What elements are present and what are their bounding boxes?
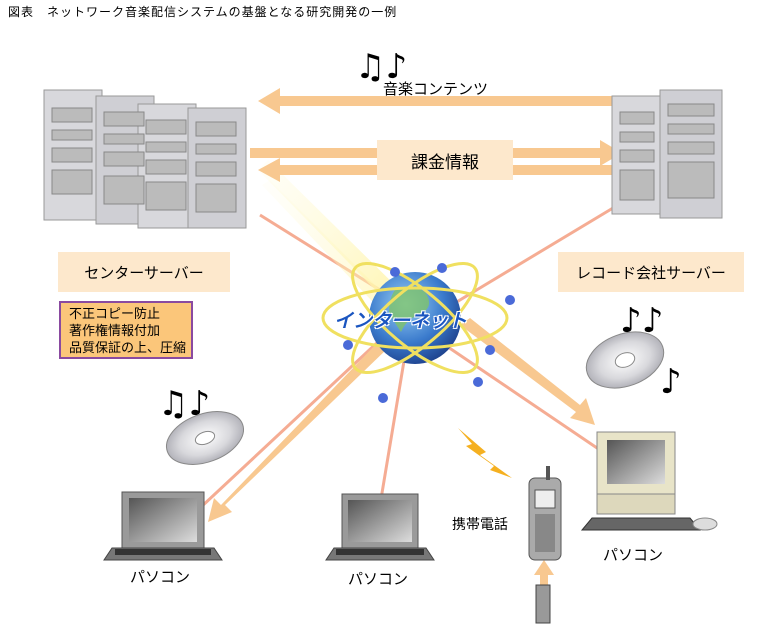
music-contents-label: 音楽コンテンツ — [383, 80, 489, 98]
note-line: 品質保証の上、圧縮 — [69, 341, 187, 356]
record-server-icon — [611, 89, 723, 219]
laptop-icon — [325, 493, 435, 561]
cd-disc-icon — [166, 331, 665, 465]
billing-info-label: 課金情報 — [377, 140, 513, 180]
globe-icon — [321, 261, 515, 403]
compression-note: 不正コピー防止 著作権情報付加 品質保証の上、圧縮 — [59, 301, 193, 359]
pc-label-left: パソコン — [130, 568, 191, 586]
figure-title: 図表 ネットワーク音楽配信システムの基盤となる研究開発の一例 — [8, 5, 398, 19]
svg-text:♪: ♪ — [660, 362, 682, 402]
laptop-icon — [103, 491, 223, 561]
internet-label: インターネット — [334, 310, 468, 332]
desktop-pc-icon — [580, 431, 718, 531]
light-beams — [258, 160, 410, 318]
record-server-label: レコード会社サーバー — [558, 252, 744, 292]
note-line: 著作権情報付加 — [69, 324, 161, 339]
lightning-icon — [458, 428, 512, 478]
mobile-phone-icon — [528, 466, 562, 624]
pc-label-center: パソコン — [348, 570, 409, 588]
svg-text:♫♪: ♫♪ — [355, 47, 407, 87]
pc-label-right: パソコン — [603, 546, 664, 564]
mobile-phone-label: 携帯電話 — [452, 517, 508, 533]
center-server-label: センターサーバー — [58, 252, 230, 292]
center-server-icon — [43, 89, 247, 229]
note-line: 不正コピー防止 — [69, 307, 161, 322]
